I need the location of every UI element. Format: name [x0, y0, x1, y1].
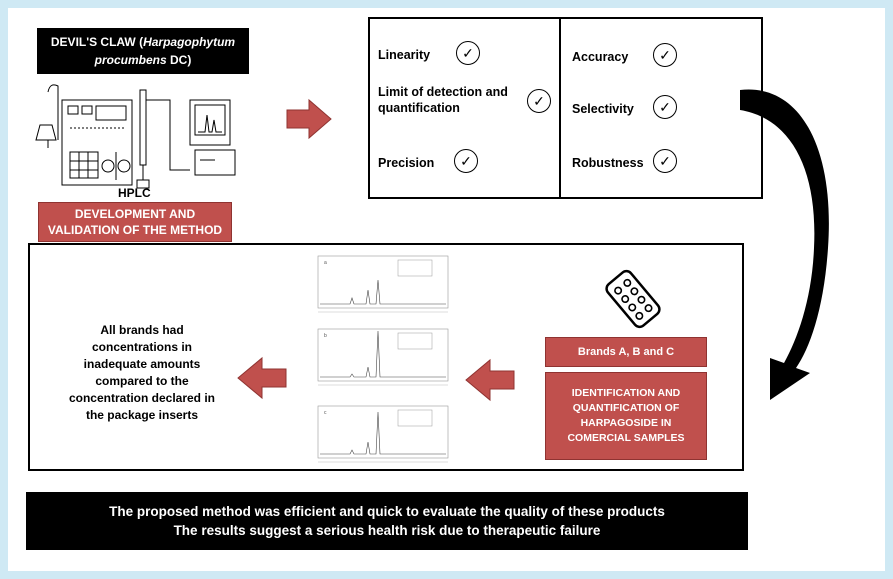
- curved-arrow-icon: [740, 89, 829, 400]
- chromatogram-letter: b: [324, 333, 327, 339]
- chromatogram-b: b: [317, 328, 449, 386]
- param-accuracy: Accuracy: [572, 50, 629, 64]
- check-icon: ✓: [653, 95, 677, 119]
- chromatogram-letter: c: [324, 410, 327, 416]
- param-robustness: Robustness: [572, 156, 644, 170]
- validation-divider: [559, 19, 561, 197]
- hplc-label: HPLC: [118, 186, 151, 200]
- param-selectivity: Selectivity: [572, 102, 634, 116]
- check-icon: ✓: [454, 149, 478, 173]
- param-lod-loq: Limit of detection and quantification: [378, 85, 508, 115]
- validation-parameters-box: Linearity ✓ Limit of detection and quant…: [368, 17, 763, 199]
- summary-bar: The proposed method was efficient and qu…: [26, 492, 748, 550]
- arrow-left-icon: [237, 356, 287, 400]
- check-icon: ✓: [653, 43, 677, 67]
- pill-blister-icon: [605, 269, 661, 329]
- check-icon: ✓: [456, 41, 480, 65]
- arrow-right-icon: [286, 98, 332, 140]
- title-suffix: procumbens DC): [94, 53, 192, 67]
- identification-label: IDENTIFICATION AND QUANTIFICATION OF HAR…: [567, 387, 685, 444]
- species-name: Harpagophytum: [143, 35, 236, 49]
- check-icon: ✓: [527, 89, 551, 113]
- development-label: DEVELOPMENT AND VALIDATION OF THE METHOD: [47, 207, 223, 237]
- plant-title: DEVIL'S CLAW (Harpagophytum: [37, 28, 249, 74]
- chromatogram-c: c: [317, 405, 449, 463]
- param-precision: Precision: [378, 156, 435, 170]
- check-icon: ✓: [653, 149, 677, 173]
- chromatogram-letter: a: [324, 260, 327, 266]
- development-validation-box: DEVELOPMENT AND VALIDATION OF THE METHOD: [38, 202, 232, 242]
- summary-line-2: The results suggest a serious health ris…: [173, 523, 601, 538]
- identification-box: IDENTIFICATION AND QUANTIFICATION OF HAR…: [545, 372, 707, 460]
- hplc-apparatus-icon: [35, 84, 236, 189]
- brands-label: Brands A, B and C: [577, 346, 675, 358]
- chromatogram-a: a: [317, 255, 449, 313]
- brands-box: Brands A, B and C: [545, 337, 707, 367]
- param-linearity: Linearity: [378, 48, 431, 62]
- conclusion-text: All brands had concentrations in inadequ…: [68, 323, 216, 422]
- summary-line-1: The proposed method was efficient and qu…: [109, 504, 665, 519]
- arrow-left-icon: [465, 358, 515, 402]
